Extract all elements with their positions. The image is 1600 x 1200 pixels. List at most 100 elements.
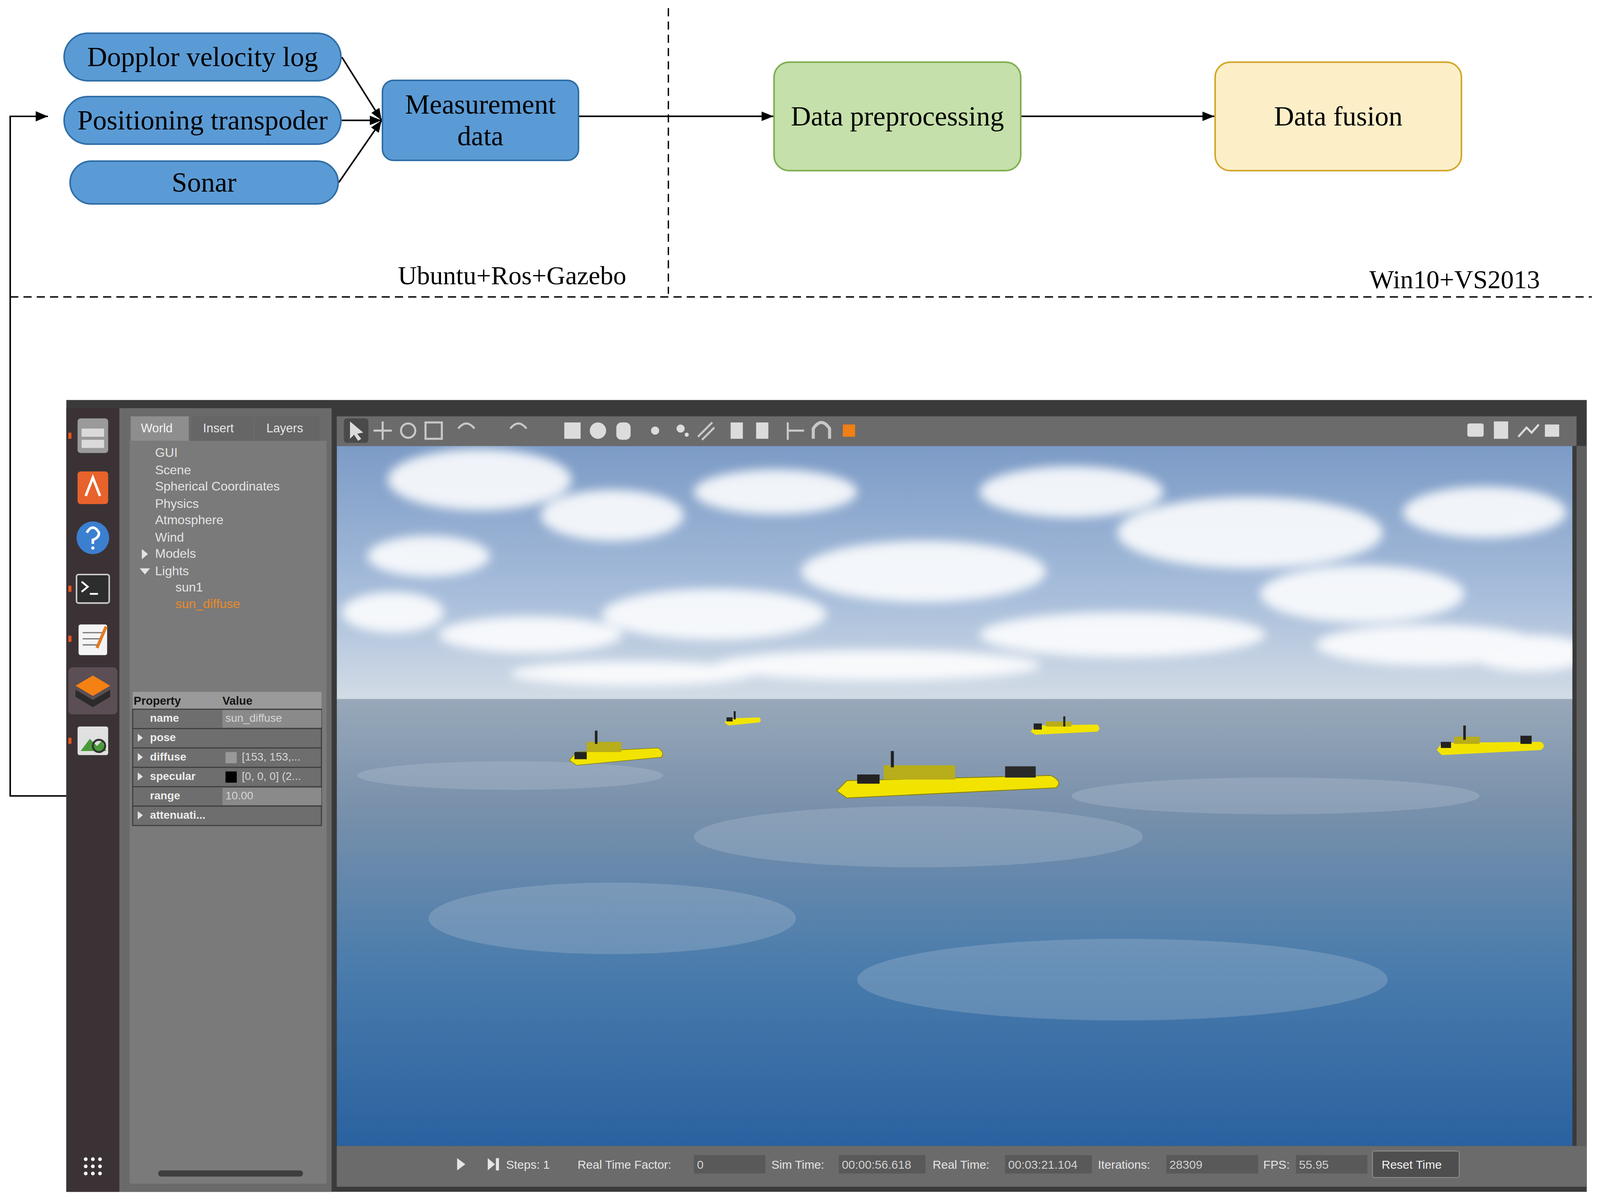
launcher-bar-part: [66, 408, 120, 1192]
side-panel-part-part: [137, 811, 143, 820]
ui-text: specular: [150, 770, 196, 783]
render-view-part-part: [1117, 496, 1383, 569]
launcher-bar-part: [68, 635, 72, 642]
gazebo-screenshot-part: [1576, 445, 1587, 1146]
arrow-connector: [341, 57, 382, 121]
toolbar-part: [344, 418, 369, 444]
boats-part: [1463, 725, 1466, 741]
side-panel-part-part: [132, 767, 322, 787]
side-panel-part: [130, 416, 189, 442]
launcher-bar-part: [86, 527, 99, 545]
side-panel-part: [222, 710, 322, 728]
ui-text: sun_diffuse: [225, 712, 283, 725]
boats-part: [1005, 766, 1036, 778]
side-panel-part: [157, 1170, 303, 1177]
arrow-connector: [1021, 115, 1215, 118]
boats-part: [857, 774, 880, 784]
side-panel-part: [137, 733, 143, 820]
render-view-part: [336, 445, 1573, 701]
render-view-part-part: [540, 489, 684, 541]
data-box: Measurement data: [381, 79, 580, 162]
region-label: Win10+VS2013: [1369, 265, 1541, 295]
side-panel-part: [141, 549, 148, 560]
ui-text: Lights: [155, 564, 189, 579]
toolbar-part-part: [787, 422, 805, 440]
toolbar-part-part: [616, 422, 631, 440]
launcher-bar-part: [77, 726, 109, 756]
ui-text: [0, 0, 0] (2...: [241, 770, 301, 783]
toolbar-part-part: [1493, 421, 1509, 439]
boats-part: [586, 741, 622, 753]
arrow-connector: [579, 115, 774, 118]
launcher-bar-part: [93, 740, 106, 753]
launcher-bar-part: [81, 581, 98, 594]
ui-text: GUI: [155, 446, 178, 461]
side-panel-part: [192, 416, 254, 442]
render-view-part-part: [714, 650, 1041, 681]
side-panel-part-part: [137, 753, 143, 762]
status-bar-part: [336, 1145, 1587, 1187]
toolbar-part-part: [510, 423, 527, 429]
render-view-part-part: [1071, 777, 1480, 815]
render-view-part: [357, 761, 1480, 1021]
launcher-bar-part-part: [98, 1171, 102, 1176]
ui-text: 10.00: [225, 789, 254, 803]
launcher-bar-part: [78, 624, 107, 655]
launcher-bar-part: [97, 626, 107, 649]
side-panel-part: [225, 771, 237, 783]
ui-text: attenuati...: [150, 809, 206, 822]
status-bar-part: [1005, 1155, 1093, 1174]
side-panel-part-part: [137, 772, 143, 781]
toolbar-part-part: [730, 422, 743, 439]
launcher-bar-part-part: [98, 1164, 102, 1169]
launcher-bar-part-part: [83, 1157, 88, 1161]
separator-lines-part: [667, 8, 669, 295]
launcher-bar-part: [77, 471, 109, 505]
boats-part: [574, 752, 587, 760]
toolbar: [336, 416, 1577, 447]
toolbar-part-part: [1544, 424, 1560, 437]
render-view-part-part: [602, 588, 827, 640]
render-view-part: [336, 699, 1573, 1147]
launcher-bar-part-part: [83, 1164, 88, 1169]
status-bar: [336, 1145, 1587, 1187]
render-view-part-part: [800, 540, 1047, 603]
launcher-bar-part: [76, 574, 109, 604]
process-box: Data fusion: [1214, 61, 1463, 172]
boats-part: [726, 717, 733, 722]
ui-text: Models: [155, 547, 196, 562]
launcher-bar: [66, 408, 120, 1192]
status-bar-part: [693, 1155, 765, 1174]
side-panel-part: [119, 408, 332, 1192]
render-view-part-part: [438, 616, 623, 654]
toolbar-part: [336, 416, 1577, 447]
render-view-part-part: [367, 535, 490, 577]
boats-part: [890, 751, 895, 768]
arrow-connector: [338, 120, 382, 183]
ui-text: Value: [222, 694, 253, 708]
boats-part: [1033, 723, 1043, 730]
ui-text: Property: [133, 694, 181, 708]
toolbar-part-part: [425, 422, 442, 439]
render-view-part-part: [979, 612, 1266, 657]
toolbar-part-part: [650, 426, 660, 435]
region-label: Ubuntu+Ros+Gazebo: [397, 261, 627, 291]
toolbar-part-part: [350, 421, 364, 441]
toolbar-part-part: [401, 423, 416, 438]
render-view-part-part: [341, 591, 444, 633]
toolbar-part-part: [676, 424, 685, 433]
toolbar-part-part: [698, 422, 715, 440]
sensor-pill: Positioning transpoder: [63, 95, 343, 145]
side-panel-part: [254, 416, 320, 442]
launcher-bar-part-part: [91, 1171, 95, 1176]
toolbar-part-part: [842, 424, 856, 437]
render-view: [336, 445, 1573, 1146]
launcher-bar-part: [76, 521, 109, 554]
feedback-line: [10, 116, 67, 797]
side-panel-part-part: [132, 786, 322, 807]
side-panel-part: [129, 440, 327, 1184]
side-panel-part: [132, 691, 322, 710]
render-view-part-part: [387, 448, 572, 511]
sensor-pill: Dopplor velocity log: [63, 32, 343, 82]
launcher-bar-part: [77, 418, 109, 454]
